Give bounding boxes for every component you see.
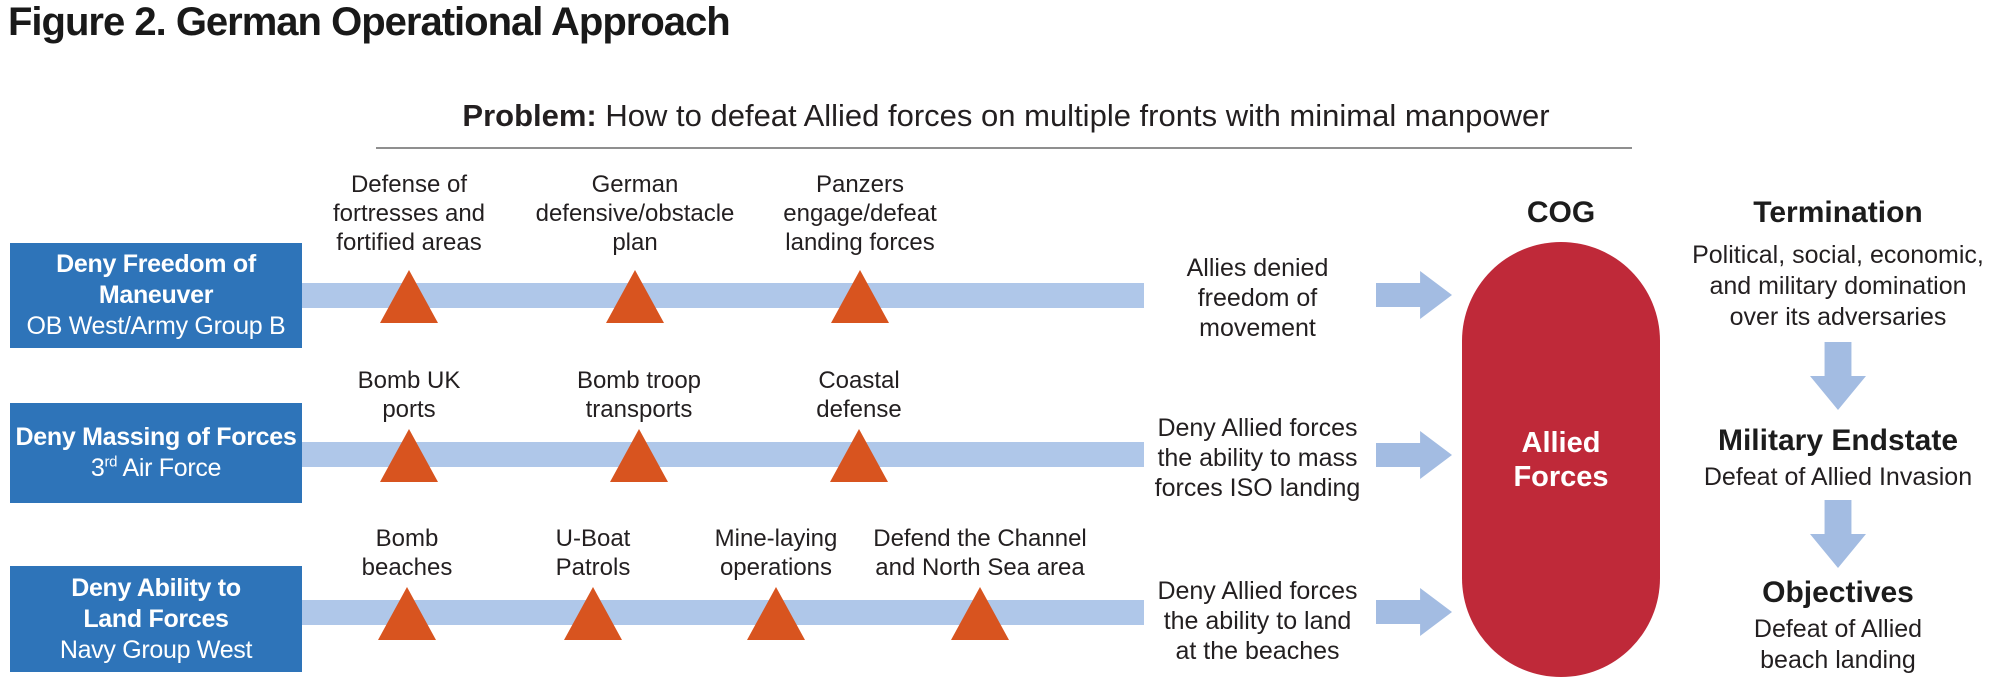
milestone-label: Mine-laying operations: [714, 525, 838, 581]
org-prefix: 3: [90, 454, 105, 482]
objectives-title: Objectives: [1762, 576, 1914, 609]
milestone-label: Bomb UK ports: [357, 367, 461, 423]
loe-box-org: 3rd Air Force: [90, 453, 222, 484]
problem-label: Problem:: [462, 98, 597, 133]
loe-box-title: Deny Massing of Forces: [15, 423, 297, 451]
loe-bar-landing: [302, 600, 1144, 625]
milestone-label: U-Boat Patrols: [555, 525, 631, 581]
loe-box-org: OB West/Army Group B: [27, 311, 286, 342]
cog-pill: Allied Forces: [1462, 242, 1660, 677]
block-arrow-right-icon: [1376, 588, 1452, 636]
endstate-title: Military Endstate: [1717, 424, 1959, 457]
outcome-text-landing: Deny Allied forces the ability to land a…: [1157, 577, 1358, 665]
block-arrow-down-icon: [1810, 342, 1866, 410]
milestone-label: German defensive/obstacle plan: [535, 171, 735, 256]
block-arrow-right-icon: [1376, 271, 1452, 319]
org-suffix: Air Force: [117, 454, 222, 482]
loe-bar-massing: [302, 442, 1144, 467]
endstate-body: Defeat of Allied Invasion: [1703, 463, 1973, 491]
outcome-text-massing: Deny Allied forces the ability to mass f…: [1154, 414, 1361, 502]
milestone-label: Panzers engage/defeat landing forces: [783, 171, 937, 256]
loe-box-maneuver: Deny Freedom of Maneuver OB West/Army Gr…: [10, 243, 302, 348]
objectives-body: Defeat of Allied beach landing: [1753, 615, 1923, 674]
problem-statement: Problem: How to defeat Allied forces on …: [380, 98, 1632, 134]
org-prefix: Navy Group West: [59, 635, 253, 664]
milestone-label: Bomb troop transports: [576, 367, 702, 423]
loe-box-org: Navy Group West: [59, 635, 253, 666]
termination-title: Termination: [1753, 196, 1923, 229]
block-arrow-down-icon: [1810, 500, 1866, 568]
loe-box-landing: Deny Ability to Land Forces Navy Group W…: [10, 566, 302, 672]
problem-underline: [376, 147, 1632, 149]
loe-box-massing: Deny Massing of Forces 3rd Air Force: [10, 403, 302, 503]
loe-box-title: Deny Ability to Land Forces: [71, 573, 241, 633]
termination-body: Political, social, economic, and militar…: [1692, 241, 1984, 331]
milestone-label: Bomb beaches: [361, 525, 453, 581]
cog-heading: COG: [1526, 196, 1596, 229]
loe-bar-maneuver: [302, 283, 1144, 308]
outcome-text-maneuver: Allies denied freedom of movement: [1186, 254, 1329, 342]
org-prefix: OB West/Army Group B: [26, 312, 286, 340]
milestone-label: Defense of fortresses and fortified area…: [332, 171, 486, 256]
cog-body: Allied Forces: [1513, 426, 1609, 493]
block-arrow-right-icon: [1376, 431, 1452, 479]
loe-box-title: Deny Freedom of Maneuver: [56, 250, 256, 309]
milestone-label: Coastal defense: [816, 367, 902, 423]
milestone-label: Defend the Channel and North Sea area: [873, 525, 1087, 581]
figure-title: Figure 2. German Operational Approach: [8, 0, 731, 44]
problem-text: How to defeat Allied forces on multiple …: [596, 98, 1550, 133]
org-superscript: rd: [104, 453, 118, 471]
